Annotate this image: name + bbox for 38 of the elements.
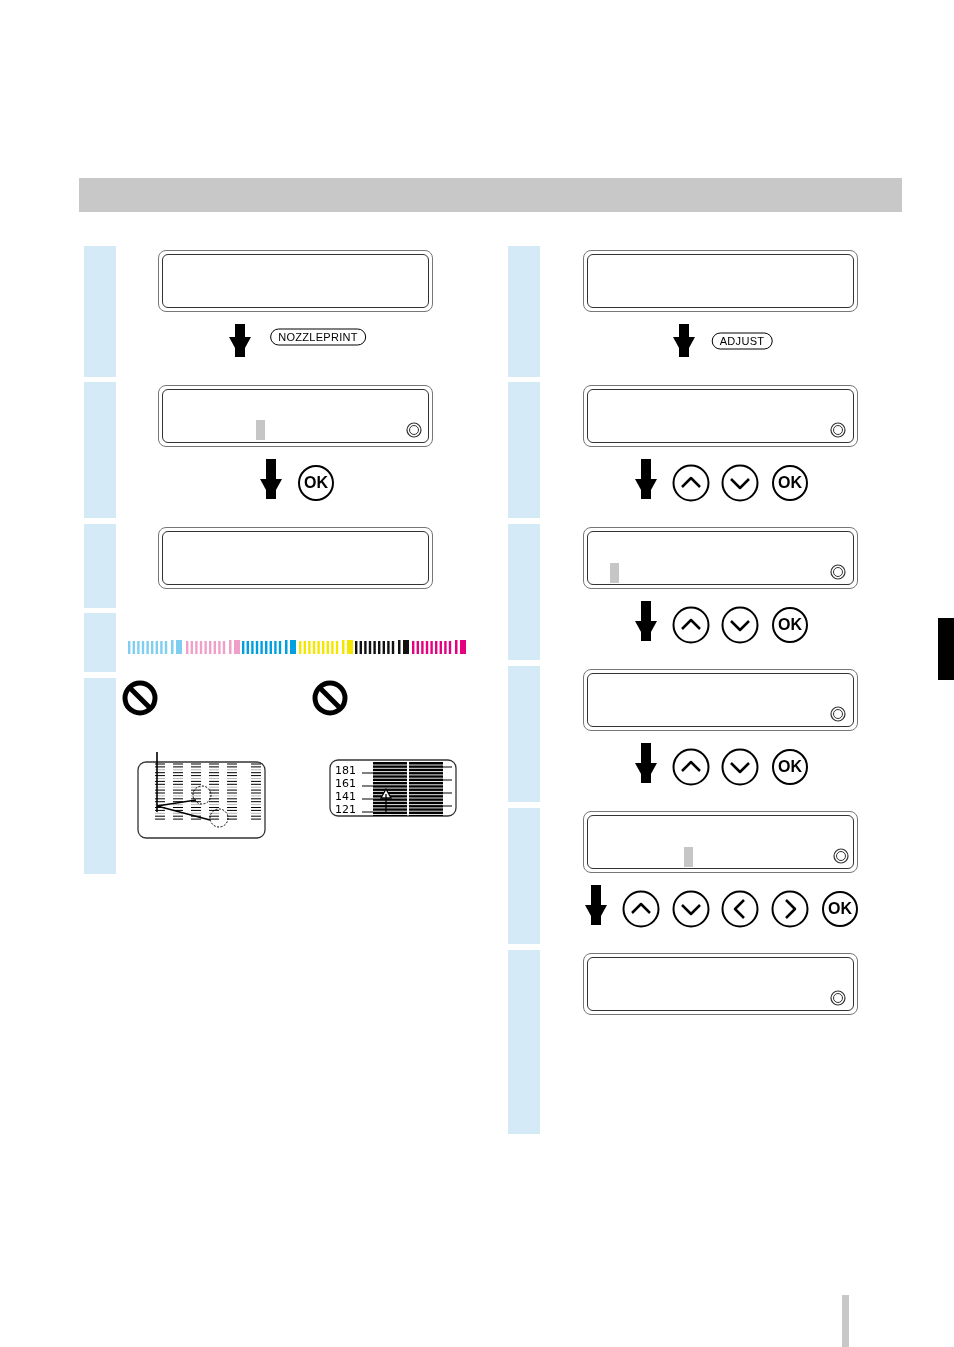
down-arrow bbox=[260, 459, 282, 499]
lcd-screen bbox=[583, 811, 858, 873]
step-band bbox=[84, 246, 116, 377]
down-arrow bbox=[229, 324, 251, 357]
lcd-screen bbox=[583, 527, 858, 589]
key-label: NOZZLEPRINT bbox=[270, 328, 366, 346]
step-band bbox=[508, 246, 540, 377]
down-arrow bbox=[635, 601, 657, 641]
scale-number: 181 bbox=[335, 765, 356, 777]
down-arrow bbox=[673, 324, 695, 357]
down-arrow bbox=[635, 459, 657, 499]
step-band bbox=[508, 666, 540, 802]
key-label: ADJUST bbox=[711, 332, 773, 350]
step-band bbox=[84, 382, 116, 518]
scale-number: 141 bbox=[335, 791, 356, 803]
ok-key: OK bbox=[772, 607, 808, 643]
lcd-screen bbox=[158, 250, 433, 312]
lcd-screen bbox=[583, 953, 858, 1015]
lcd-screen bbox=[158, 385, 433, 447]
step-band bbox=[84, 613, 116, 672]
step-band bbox=[508, 808, 540, 944]
scale-number: 121 bbox=[335, 804, 356, 816]
down-arrow bbox=[585, 885, 607, 925]
step-band bbox=[84, 524, 116, 608]
down-arrow bbox=[635, 743, 657, 783]
step-band bbox=[508, 950, 540, 1134]
scale-number: 161 bbox=[335, 778, 356, 790]
step-band bbox=[84, 678, 116, 874]
lcd-screen bbox=[158, 527, 433, 589]
lcd-screen bbox=[583, 385, 858, 447]
ok-key: OK bbox=[298, 465, 334, 501]
step-band bbox=[508, 524, 540, 660]
lcd-screen bbox=[583, 250, 858, 312]
ok-key: OK bbox=[772, 465, 808, 501]
ok-key: OK bbox=[772, 749, 808, 785]
step-band bbox=[508, 382, 540, 518]
ok-key: OK bbox=[822, 891, 858, 927]
lcd-screen bbox=[583, 669, 858, 731]
